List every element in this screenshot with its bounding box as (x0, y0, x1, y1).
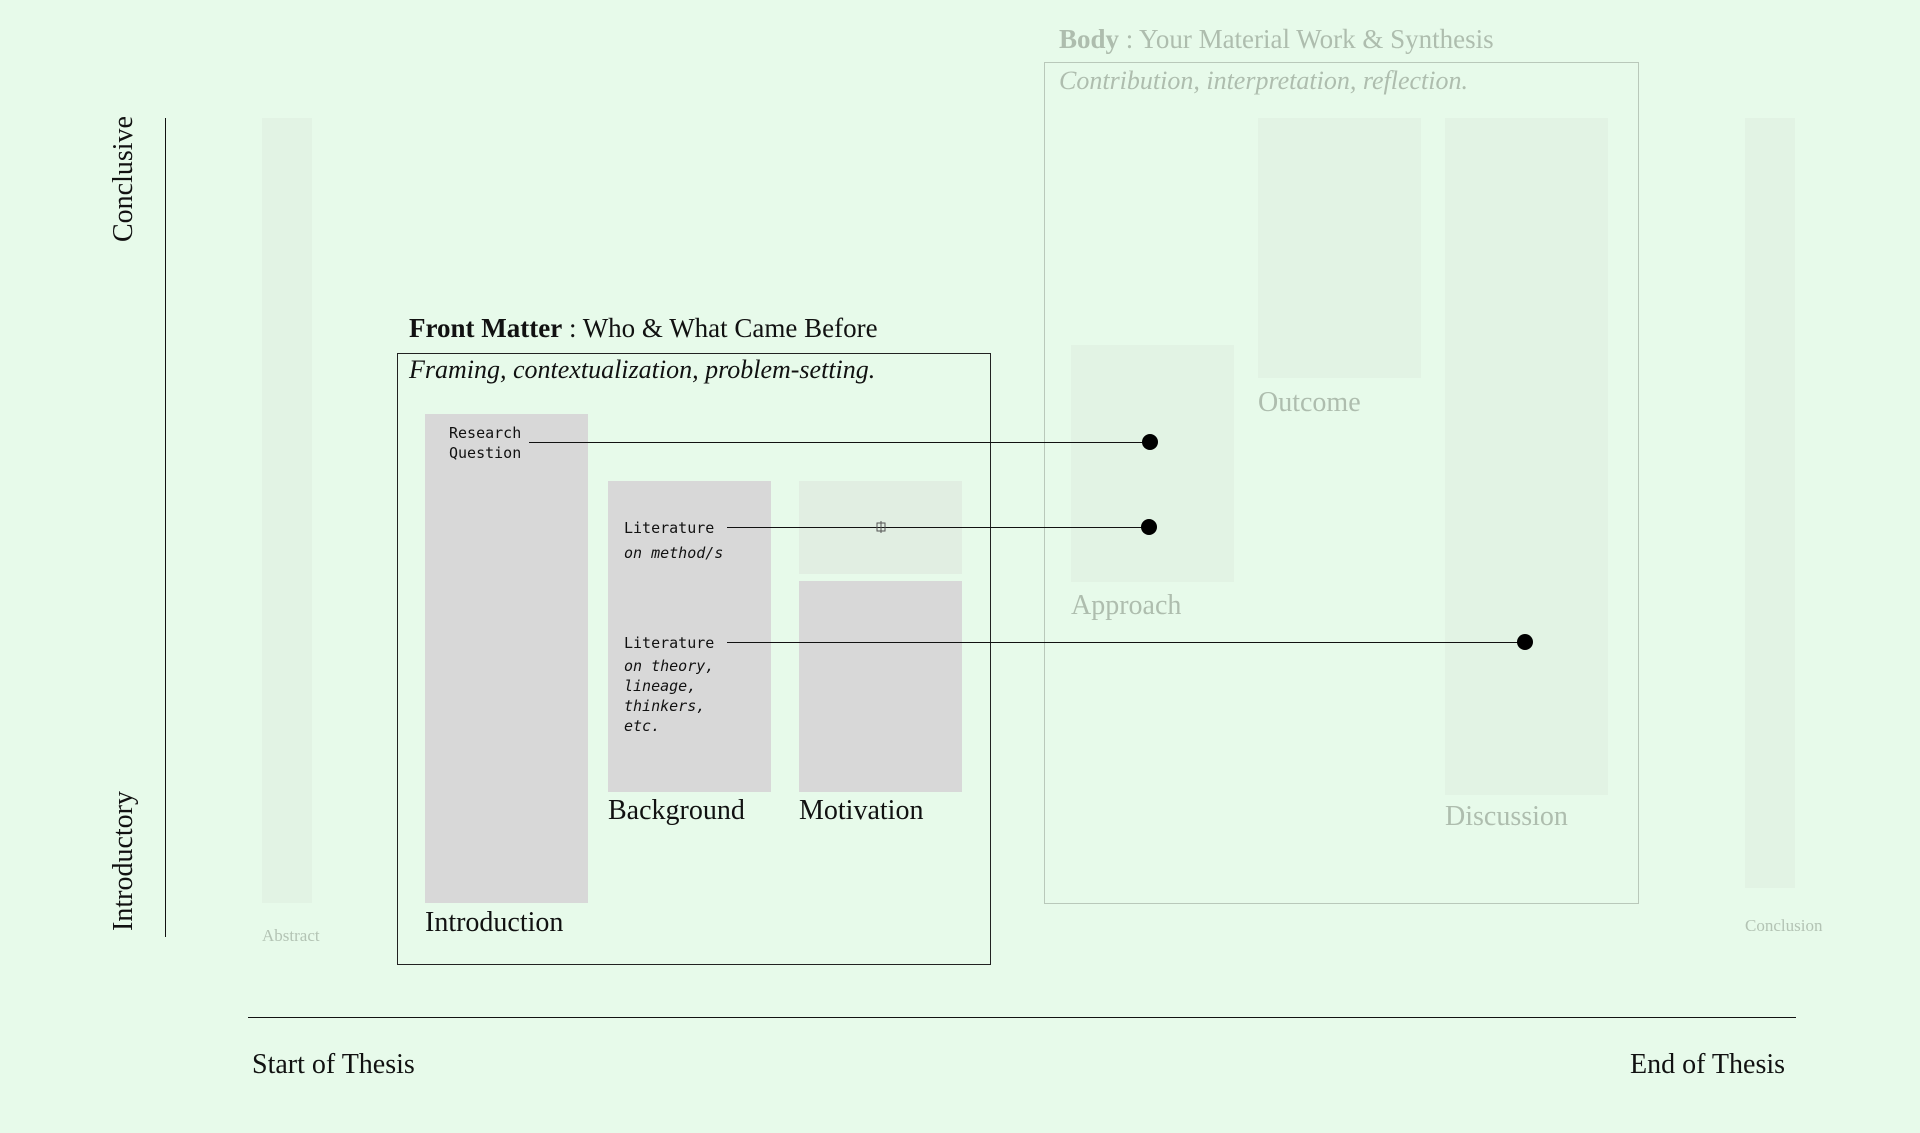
crosshair-cursor-icon (876, 521, 886, 533)
front-matter-subtitle: Framing, contextualization, problem-sett… (409, 355, 876, 384)
approach-method-dot (1141, 519, 1157, 535)
body-title: Body : Your Material Work & Synthesis (1059, 24, 1494, 55)
discussion-dot (1517, 634, 1533, 650)
x-axis-label-end: End of Thesis (1630, 1049, 1786, 1080)
research-question-connector (529, 442, 1149, 443)
introduction-label: Introduction (425, 907, 564, 938)
background-block (608, 481, 771, 792)
approach-label: Approach (1071, 590, 1182, 621)
research-question-note: Research Question (449, 424, 522, 462)
y-axis-label-introductory: Introductory (108, 791, 139, 931)
discussion-block (1445, 118, 1608, 795)
introduction-block (425, 414, 588, 903)
approach-dot (1142, 434, 1158, 450)
lit-theory-connector (727, 642, 1524, 643)
x-axis-label-start: Start of Thesis (252, 1049, 415, 1080)
y-axis-label-conclusive: Conclusive (108, 116, 139, 242)
discussion-label: Discussion (1445, 801, 1568, 832)
front-matter-title-bold: Front Matter (409, 313, 563, 343)
conclusion-label: Conclusion (1745, 916, 1823, 935)
lit-method-title: Literature (624, 519, 715, 537)
approach-block (1071, 345, 1234, 582)
motivation-block (799, 581, 962, 792)
body-title-bold: Body (1059, 24, 1120, 54)
body-title-rest: : Your Material Work & Synthesis (1119, 24, 1494, 54)
abstract-block (262, 118, 312, 903)
body-frame (1044, 62, 1639, 904)
lit-method-connector (727, 527, 1148, 528)
outcome-block (1258, 118, 1421, 378)
conclusion-block (1745, 118, 1795, 888)
y-axis-line (165, 118, 166, 937)
background-label: Background (608, 795, 745, 826)
front-matter-title-rest: : Who & What Came Before (562, 313, 878, 343)
x-axis-line (248, 1017, 1796, 1018)
lit-theory-title: Literature (624, 634, 715, 652)
front-matter-title: Front Matter : Who & What Came Before (409, 313, 878, 344)
motivation-label: Motivation (799, 795, 924, 826)
abstract-label: Abstract (262, 926, 320, 945)
lit-theory-sub: on theory, lineage, thinkers, etc. (624, 657, 715, 735)
front-matter-frame (397, 353, 991, 965)
lit-method-sub: on method/s (624, 544, 724, 562)
outcome-label: Outcome (1258, 387, 1361, 418)
body-subtitle: Contribution, interpretation, reflection… (1059, 66, 1468, 95)
